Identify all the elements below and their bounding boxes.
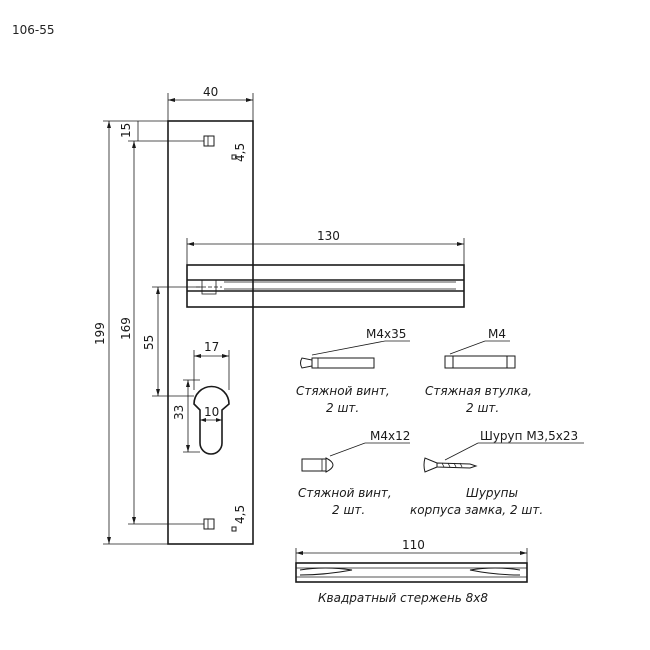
screw-long (300, 340, 410, 369)
screw-long-caption-1: Стяжной винт, (296, 384, 390, 398)
screw-short (301, 442, 410, 473)
screw-short-caption-2: 2 шт. (332, 503, 365, 517)
top-screw-hole (203, 135, 215, 147)
spindle-caption: Квадратный стержень 8х8 (318, 591, 488, 605)
handle-outline (186, 264, 465, 308)
dim-hole-spacing: 169 (119, 317, 133, 340)
backplate (167, 120, 254, 545)
bottom-screw-hole (203, 518, 215, 530)
spindle (295, 548, 528, 583)
backplate-outline (167, 120, 254, 545)
screw-long-caption-2: 2 шт. (326, 401, 359, 415)
cylinder-cutout (193, 385, 230, 455)
dim-square-hole-top: 4,5 (233, 143, 247, 162)
bushing-spec: М4 (488, 327, 506, 341)
dim-handle-offset: 55 (142, 335, 156, 350)
dim-overall-height: 199 (93, 322, 107, 345)
bottom-square-marker (231, 526, 237, 532)
bushing-caption-1: Стяжная втулка, (425, 384, 532, 398)
screw-long-spec: М4х35 (366, 327, 406, 341)
handle-lever (186, 264, 465, 308)
dim-square-hole-bottom: 4,5 (233, 505, 247, 524)
dim-cylinder-width: 17 (204, 340, 219, 354)
wood-screw-caption-1: Шурупы (466, 486, 518, 500)
dim-spindle-length: 110 (402, 538, 425, 552)
drawing-number: 106-55 (12, 23, 55, 37)
bushing (444, 340, 516, 369)
screw-short-spec: М4х12 (370, 429, 410, 443)
wood-screw-spec: Шуруп М3,5х23 (480, 429, 578, 443)
wood-screw (423, 442, 584, 473)
bushing-caption-2: 2 шт. (466, 401, 499, 415)
wood-screw-caption-2: корпуса замка, 2 шт. (410, 503, 543, 517)
dim-handle-length: 130 (317, 229, 340, 243)
dim-cylinder-height: 33 (172, 405, 186, 420)
dim-plate-width: 40 (203, 85, 218, 99)
top-square-marker (231, 154, 237, 160)
dim-top-offset: 15 (119, 123, 133, 138)
screw-short-caption-1: Стяжной винт, (298, 486, 392, 500)
dim-cylinder-slot: 10 (204, 405, 219, 419)
